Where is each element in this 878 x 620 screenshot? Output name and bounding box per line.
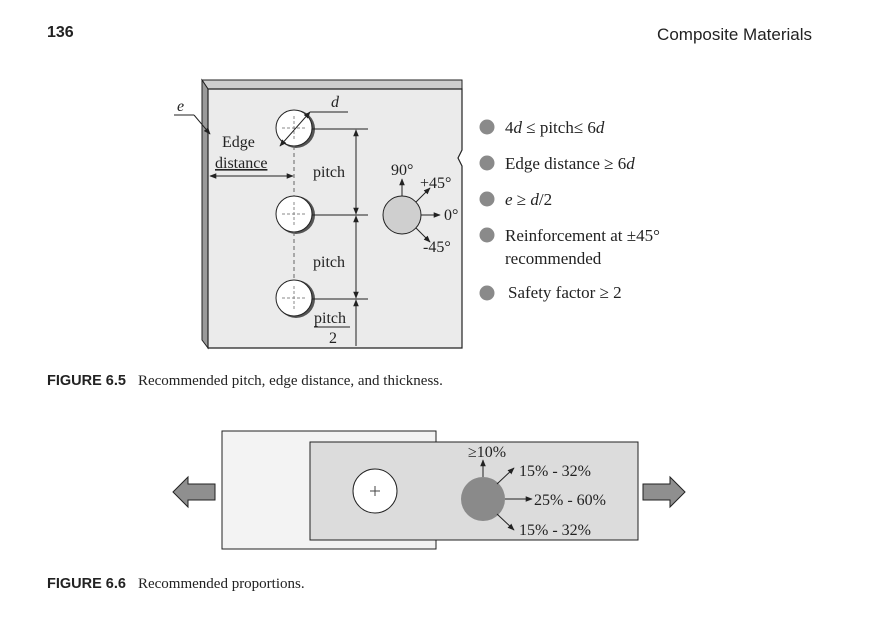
e-leader [174,114,211,135]
caption-text: Recommended pitch, edge distance, and th… [137,373,443,389]
figure-6-6-caption: FIGURE 6.6 Recommended proportions. [47,576,305,593]
fastener-disk [461,477,505,521]
list-bullet [479,285,495,301]
label-minus45: -45° [423,239,451,256]
page-number: 136 [47,24,74,41]
list-bullet [479,227,495,243]
laminate-plate [201,78,463,350]
list-item: Edge distance ≥ 6d [505,154,635,173]
label-distance: distance [215,155,267,172]
caption-text: Recommended proportions. [137,576,305,592]
hole-2 [275,195,315,234]
label-pitch-half-den: 2 [329,330,337,347]
running-title: Composite Materials [657,25,812,44]
label-pitch-1: pitch [313,164,345,181]
label-d: d [331,94,340,111]
figure-6-6-diagram [172,430,686,550]
label-top-pct: ≥10% [468,444,506,461]
list-item: Reinforcement at ±45° [505,226,660,245]
tension-arrow-right [642,475,686,509]
diameter-dimension [279,111,348,147]
orientation-disk [382,178,441,243]
label-pitch-half-num: pitch [314,310,346,327]
list-item: Safety factor ≥ 2 [508,283,622,302]
figure-label: FIGURE 6.5 [47,373,126,389]
hole-3 [275,279,315,318]
label-0: 0° [444,207,458,224]
label-e: e [177,98,184,115]
figure-6-5-caption: FIGURE 6.5 Recommended pitch, edge distan… [47,373,443,390]
list-bullet [479,155,495,171]
pitch-dimension [312,128,368,346]
list-bullet [479,191,495,207]
label-upper-pct: 15% - 32% [519,463,591,480]
tension-arrow-left [172,475,216,509]
label-90: 90° [391,162,413,179]
requirements-list: 4d ≤ pitch≤ 6d Edge distance ≥ 6d e ≥ d/… [479,118,660,302]
list-item-continuation: recommended [505,249,602,268]
label-edge: Edge [222,134,255,151]
list-item: 4d ≤ pitch≤ 6d [505,118,605,137]
label-lower-pct: 15% - 32% [519,522,591,539]
figure-label: FIGURE 6.6 [47,576,126,592]
label-plus45: +45° [420,175,451,192]
label-middle-pct: 25% - 60% [534,492,606,509]
list-item: e ≥ d/2 [505,190,552,209]
list-bullet [479,119,495,135]
label-pitch-2: pitch [313,254,345,271]
